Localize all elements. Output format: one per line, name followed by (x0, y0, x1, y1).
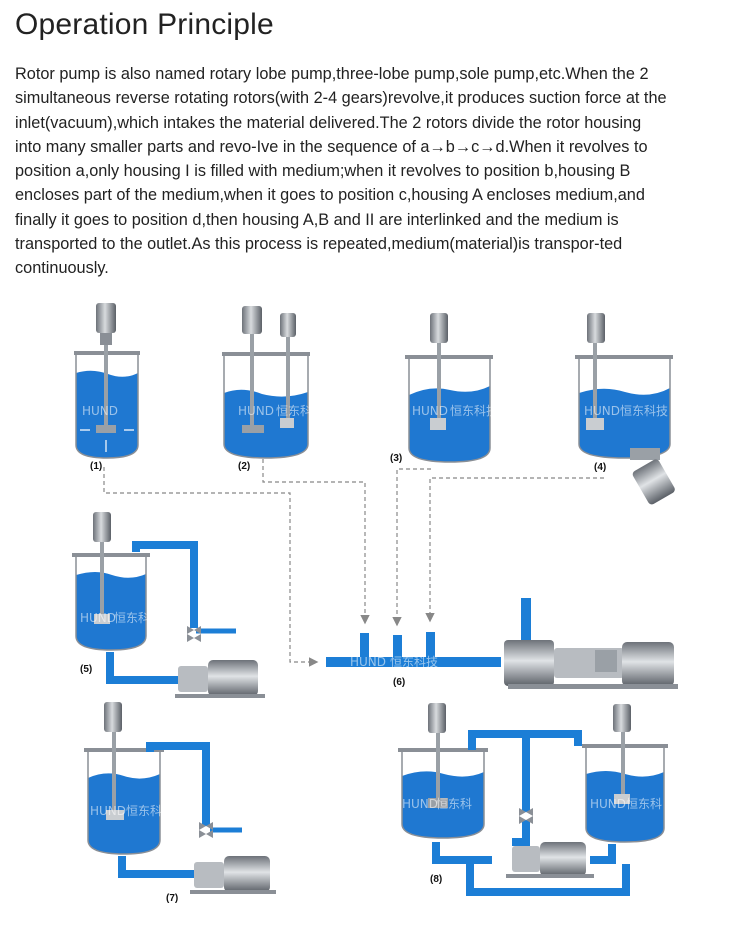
description-line: position a,only housing I is filled with… (15, 162, 631, 181)
watermark-text: 恒东科 (126, 804, 162, 818)
figure-label-2: (2) (238, 461, 250, 472)
dashed-flow-lines (103, 459, 604, 667)
watermark-text: 恒东科 (114, 611, 150, 625)
watermark-text: HUND (80, 611, 116, 625)
watermark-text: HUND (402, 797, 438, 811)
two-tank-system-8 (398, 703, 668, 896)
mixing-tank-2 (222, 306, 310, 459)
watermark-text: HUND (412, 404, 448, 418)
figure-label-3: (3) (390, 453, 402, 464)
description-line: continuously. (15, 259, 109, 278)
page-title: Operation Principle (15, 8, 274, 41)
description-line: encloses part of the medium,when it goes… (15, 186, 645, 205)
figure-label-8: (8) (430, 874, 442, 885)
mixing-tank-4 (575, 313, 675, 505)
figure-label-4: (4) (594, 462, 606, 473)
description-line: finally it goes to position d,then housi… (15, 210, 619, 229)
watermark-text: HUND (238, 404, 274, 418)
description-paragraph: Rotor pump is also named rotary lobe pum… (15, 62, 740, 281)
tank-pump-system-5 (72, 512, 265, 698)
mixing-tank-3 (405, 313, 493, 463)
watermark-text: HUND (590, 797, 626, 811)
description-line: inlet(vacuum),which intakes the material… (15, 113, 642, 132)
watermark-text: 恒东科技 (390, 655, 438, 669)
figure-label-1: (1) (90, 461, 102, 472)
description-line: simultaneous reverse rotating rotors(wit… (15, 89, 667, 108)
operation-diagram: HUND HUND 恒东科技 HUND 恒东科技 HUND 恒东科技 HUND … (72, 303, 678, 904)
description-line: Rotor pump is also named rotary lobe pum… (15, 65, 649, 83)
figure-label-7: (7) (166, 893, 178, 904)
figure-label-6: (6) (393, 677, 405, 688)
description-line: into many smaller parts and revo-Ive in … (15, 137, 648, 156)
tank-pump-system-7 (84, 702, 276, 894)
inline-pump-6 (326, 598, 678, 689)
watermark-text: 恒东科技 (620, 404, 668, 418)
watermark-text: 恒东科技 (276, 404, 324, 418)
figure-label-5: (5) (80, 664, 92, 675)
watermark-text: 恒东科 (626, 797, 662, 811)
watermark-group: HUND HUND 恒东科技 HUND 恒东科技 HUND 恒东科技 HUND … (80, 404, 668, 818)
description-line: transported to the outlet.As this proces… (15, 235, 623, 254)
watermark-text: 恒东科 (436, 797, 472, 811)
watermark-text: 恒东科技 (450, 404, 498, 418)
watermark-text: HUND (90, 804, 126, 818)
mixing-tank-1 (74, 303, 140, 459)
watermark-text: HUND (82, 404, 118, 418)
watermark-text: HUND (584, 404, 620, 418)
watermark-text: HUND (350, 655, 386, 669)
